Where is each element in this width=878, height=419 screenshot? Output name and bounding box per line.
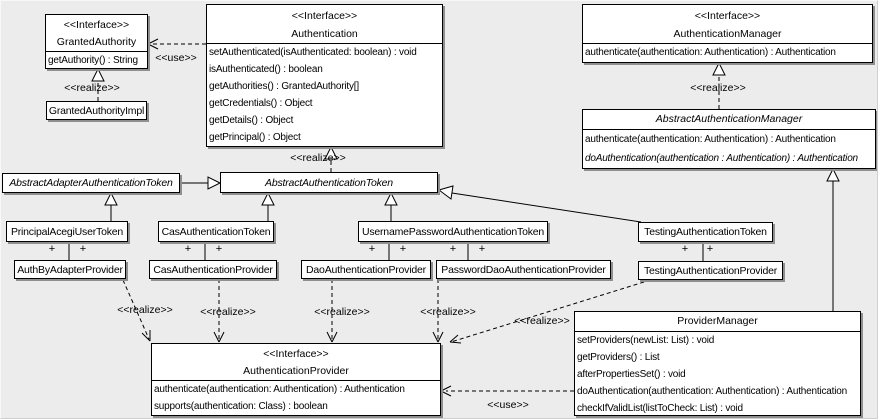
class-name: AbstractAuthenticationManager	[583, 110, 875, 130]
stereotype-label: <<Interface>>	[263, 348, 329, 360]
class-name: Authentication	[291, 28, 358, 40]
class-name: AbstractAdapterAuthenticationToken	[9, 177, 173, 189]
class-header: <<Interface>> Authentication	[207, 5, 442, 44]
method: authenticate(authentication: Authenticat…	[154, 384, 405, 395]
plus-label: +	[184, 243, 192, 255]
realize-label: <<realize>>	[64, 82, 120, 94]
method: getAuthorities() : GrantedAuthority[]	[209, 81, 359, 92]
class-abstract-authentication-token[interactable]: AbstractAuthenticationToken	[220, 172, 438, 193]
class-header: <<Interface>> AuthenticationManager	[583, 5, 872, 44]
class-name: UsernamePasswordAuthenticationToken	[361, 225, 545, 238]
class-name: ProviderManager	[575, 312, 860, 332]
class-username-password-authentication-token[interactable]: UsernamePasswordAuthenticationToken	[358, 221, 548, 242]
stereotype-label: <<Interface>>	[63, 19, 130, 31]
method: isAuthenticated() : boolean	[209, 64, 323, 75]
abstract-method: doAuthentication(authentication : Authen…	[585, 153, 858, 164]
realize-label: <<realize>>	[420, 306, 476, 318]
class-testing-authentication-token[interactable]: TestingAuthenticationToken	[638, 222, 773, 242]
class-principal-acegi-user-token[interactable]: PrincipalAcegiUserToken	[6, 221, 128, 242]
class-name: TestingAuthenticationToken	[644, 226, 767, 238]
class-cas-authentication-provider[interactable]: CasAuthenticationProvider	[149, 260, 277, 279]
method: getAuthority() : String	[48, 55, 138, 66]
method: doAuthentication(authentication: Authent…	[577, 386, 847, 397]
class-testing-authentication-provider[interactable]: TestingAuthenticationProvider	[638, 261, 783, 280]
class-name: PasswordDaoAuthenticationProvider	[441, 263, 606, 276]
method: afterPropertiesSet() : void	[577, 369, 686, 380]
class-cas-authentication-token[interactable]: CasAuthenticationToken	[158, 221, 274, 242]
stereotype-label: <<Interface>>	[694, 10, 761, 22]
class-granted-authority[interactable]: <<Interface>> GrantedAuthority getAuthor…	[45, 14, 148, 69]
class-name: AuthByAdapterProvider	[17, 263, 123, 276]
realize-label: <<realize>>	[117, 304, 173, 316]
stereotype-label: <<Interface>>	[291, 10, 358, 22]
use-label: <<use>>	[155, 52, 197, 64]
class-name: PrincipalAcegiUserToken	[10, 225, 124, 238]
class-name: CasAuthenticationToken	[161, 225, 271, 238]
class-name: AbstractAuthenticationToken	[265, 176, 393, 189]
class-name: DaoAuthenticationProvider	[306, 263, 426, 276]
method: setProviders(newList: List) : void	[577, 335, 715, 346]
plus-label: +	[48, 243, 56, 255]
realize-label: <<realize>>	[290, 152, 346, 164]
class-password-dao-authentication-provider[interactable]: PasswordDaoAuthenticationProvider	[436, 260, 611, 279]
class-authentication-manager[interactable]: <<Interface>> AuthenticationManager auth…	[582, 4, 873, 63]
plus-label: +	[215, 243, 223, 255]
method: getCredentials() : Object	[209, 98, 313, 109]
method: authenticate(authentication: Authenticat…	[585, 134, 836, 145]
class-abstract-adapter-authentication-token[interactable]: AbstractAdapterAuthenticationToken	[2, 173, 180, 193]
method: getProviders() : List	[577, 352, 660, 363]
class-name: GrantedAuthority	[56, 36, 137, 48]
method: getDetails() : Object	[209, 115, 294, 126]
method: supports(authentication: Class) : boolea…	[154, 401, 328, 412]
class-name: TestingAuthenticationProvider	[643, 264, 778, 277]
plus-label: +	[478, 243, 486, 255]
class-authentication-provider[interactable]: <<Interface>> AuthenticationProvider aut…	[151, 343, 441, 416]
method: getPrincipal() : Object	[209, 132, 301, 143]
method: authenticate(authentication: Authenticat…	[585, 47, 836, 58]
plus-label: +	[706, 243, 714, 255]
realize-label: <<realize>>	[514, 315, 570, 327]
class-abstract-authentication-manager[interactable]: AbstractAuthenticationManager authentica…	[582, 109, 876, 169]
class-name: AuthenticationProvider	[243, 365, 349, 377]
class-name: CasAuthenticationProvider	[153, 263, 273, 276]
plus-label: +	[399, 243, 407, 255]
class-header: <<Interface>> AuthenticationProvider	[152, 344, 440, 381]
class-auth-by-adapter-provider[interactable]: AuthByAdapterProvider	[14, 260, 126, 279]
plus-label: +	[681, 243, 689, 255]
class-authentication[interactable]: <<Interface>> Authentication setAuthenti…	[206, 4, 443, 147]
class-name: AuthenticationManager	[673, 28, 782, 40]
class-header: <<Interface>> GrantedAuthority	[46, 15, 147, 52]
class-name: GrantedAuthorityImpl	[48, 104, 145, 117]
plus-label: +	[79, 243, 87, 255]
plus-label: +	[449, 243, 457, 255]
method: checkIfValidList(listToCheck: List) : vo…	[577, 403, 743, 414]
use-label: <<use>>	[487, 399, 529, 411]
class-dao-authentication-provider[interactable]: DaoAuthenticationProvider	[301, 260, 431, 279]
realize-label: <<realize>>	[200, 306, 256, 318]
class-granted-authority-impl[interactable]: GrantedAuthorityImpl	[46, 101, 147, 120]
realize-label: <<realize>>	[314, 306, 370, 318]
class-provider-manager[interactable]: ProviderManager setProviders(newList: Li…	[574, 311, 861, 416]
method: setAuthenticated(isAuthenticated: boolea…	[209, 47, 417, 58]
realize-label: <<realize>>	[690, 82, 746, 94]
plus-label: +	[368, 243, 376, 255]
